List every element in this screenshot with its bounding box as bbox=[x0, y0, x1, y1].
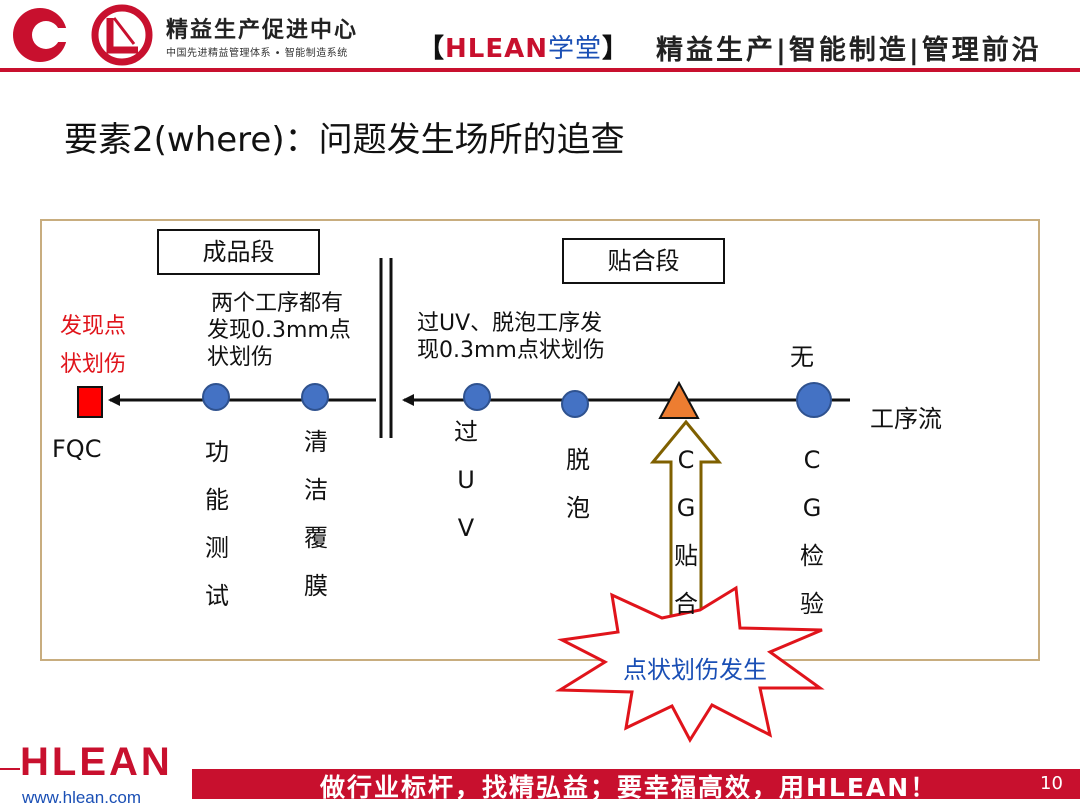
header: 精益生产促进中心 中国先进精益管理体系 • 智能制造系统 【HLEAN学堂】 精… bbox=[0, 0, 1080, 72]
station-char: C bbox=[677, 446, 695, 474]
station-char: 泡 bbox=[566, 494, 590, 522]
station-char: G bbox=[802, 494, 822, 522]
footer-logo: HLEAN bbox=[20, 740, 173, 784]
brand-title: 【HLEAN学堂】 bbox=[418, 28, 629, 65]
station-label-function-test: 功 能 测 试 bbox=[202, 428, 232, 620]
footer-bar bbox=[192, 769, 1080, 799]
station-char: 验 bbox=[800, 590, 824, 618]
station-uv bbox=[463, 383, 491, 411]
section-label-finished: 成品段 bbox=[157, 229, 320, 275]
finished-note-line1: 两个工序都有 bbox=[211, 291, 344, 316]
station-char: V bbox=[457, 514, 475, 542]
station-clean-film bbox=[301, 383, 329, 411]
header-divider bbox=[0, 68, 1080, 72]
station-label-defoam: 脱 泡 bbox=[563, 436, 593, 532]
finding-label-line2: 状划伤 bbox=[60, 352, 127, 377]
station-char: 覆 bbox=[304, 524, 328, 552]
station-label-clean-film: 清 洁 覆 膜 bbox=[301, 418, 331, 610]
brand-close-bracket: 】 bbox=[602, 34, 630, 64]
station-char: 试 bbox=[205, 582, 229, 610]
station-label-cg-bonding: C G 贴 合 bbox=[671, 436, 701, 628]
station-char: 贴 bbox=[674, 542, 698, 570]
finding-label-line1: 发现点 bbox=[60, 314, 127, 339]
bonding-note-line2: 现0.3mm点状划伤 bbox=[417, 338, 605, 363]
station-defoam bbox=[561, 390, 589, 418]
finished-note-line2: 发现0.3mm点 bbox=[207, 318, 351, 343]
finished-note: 两个工序都有 发现0.3mm点 状划伤 bbox=[207, 290, 351, 371]
station-char: 脱 bbox=[566, 446, 590, 474]
logo-title: 精益生产促进中心 bbox=[166, 18, 359, 43]
logo-subtitle: 中国先进精益管理体系 • 智能制造系统 bbox=[166, 48, 348, 59]
station-char: 过 bbox=[454, 418, 478, 446]
finding-label: 发现点 状划伤 bbox=[60, 308, 126, 384]
station-cg-bonding-triangle bbox=[658, 380, 700, 419]
station-char: 能 bbox=[205, 486, 229, 514]
fqc-marker bbox=[77, 386, 103, 418]
starburst-icon bbox=[554, 585, 825, 743]
station-char: U bbox=[457, 466, 475, 494]
station-char: C bbox=[803, 446, 821, 474]
bonding-note-line1: 过UV、脱泡工序发 bbox=[417, 311, 603, 336]
station-label-cg-inspection: C G 检 验 bbox=[797, 436, 827, 628]
footer-logo-line bbox=[0, 768, 20, 770]
station-function-test bbox=[202, 383, 230, 411]
station-label-uv: 过 U V bbox=[451, 408, 481, 552]
occurrence-label: 点状划伤发生 bbox=[623, 656, 767, 684]
finished-note-line3: 状划伤 bbox=[207, 345, 274, 370]
station-char: 检 bbox=[800, 542, 824, 570]
fqc-label: FQC bbox=[52, 435, 102, 463]
none-label: 无 bbox=[790, 343, 814, 371]
header-tagline: 精益生产|智能制造|管理前沿 bbox=[656, 35, 1042, 66]
station-char: 膜 bbox=[304, 572, 328, 600]
brand-name: HLEAN bbox=[445, 34, 548, 64]
station-char: 测 bbox=[205, 534, 229, 562]
section-label-bonding: 贴合段 bbox=[562, 238, 725, 284]
station-char: 合 bbox=[674, 590, 698, 618]
station-char: 功 bbox=[205, 438, 229, 466]
brand-open-bracket: 【 bbox=[418, 34, 446, 64]
brand-suffix: 学堂 bbox=[548, 34, 603, 64]
slide-title: 要素2(where)：问题发生场所的追查 bbox=[64, 120, 625, 160]
page-number: 10 bbox=[1040, 773, 1063, 794]
station-char: 清 bbox=[304, 428, 328, 456]
station-char: 洁 bbox=[304, 476, 328, 504]
bonding-note: 过UV、脱泡工序发 现0.3mm点状划伤 bbox=[417, 310, 605, 364]
process-flow-label: 工序流 bbox=[870, 405, 942, 433]
company-logo-icon bbox=[13, 4, 153, 66]
footer-url[interactable]: www.hlean.com bbox=[22, 788, 142, 807]
footer-slogan: 做行业标杆，找精弘益；要幸福高效，用HLEAN！ bbox=[320, 773, 938, 802]
diagram-frame bbox=[40, 219, 1040, 661]
station-cg-inspection bbox=[796, 382, 832, 418]
station-char: G bbox=[676, 494, 696, 522]
